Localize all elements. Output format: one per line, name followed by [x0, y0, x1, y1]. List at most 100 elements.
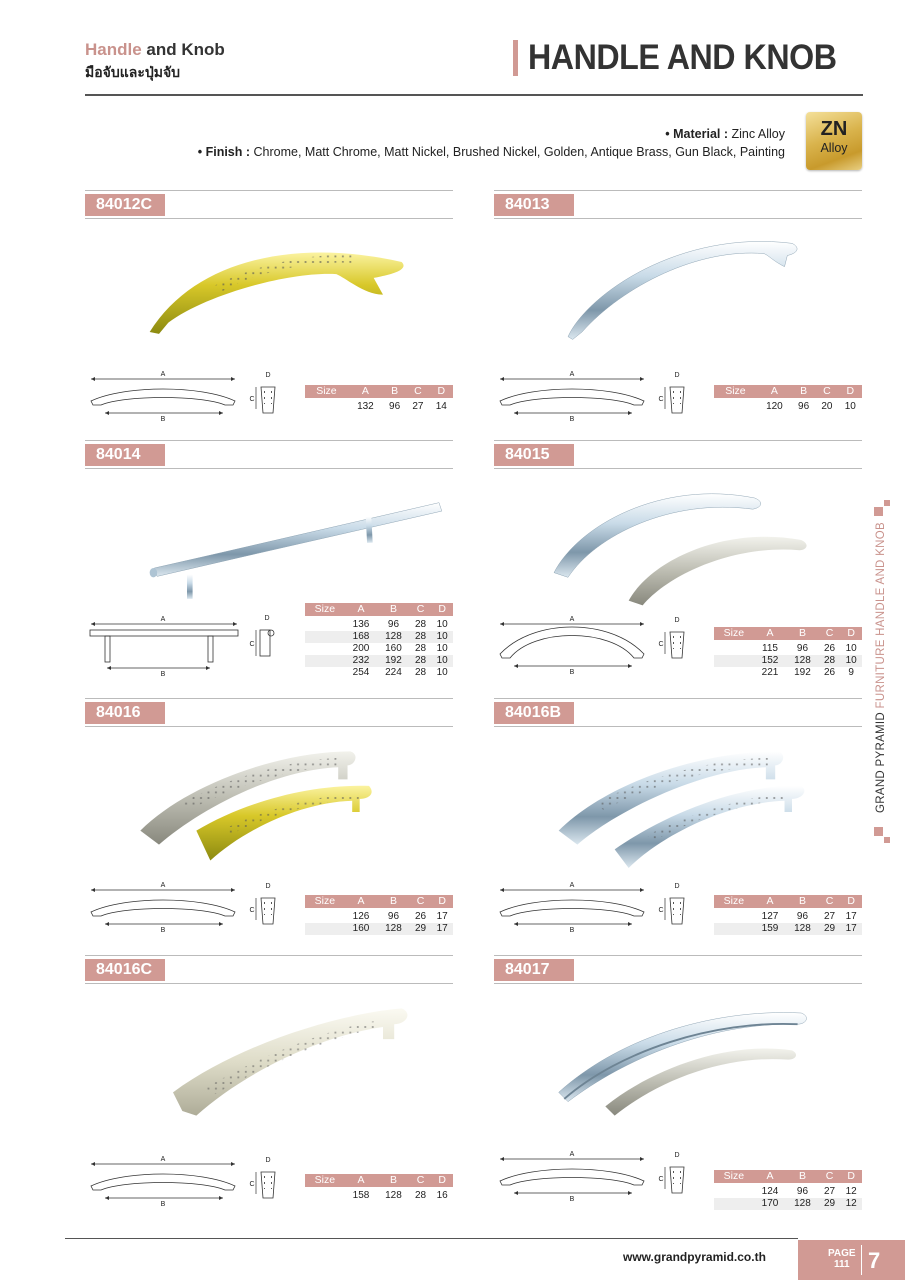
card-title-divider [494, 218, 862, 219]
product-code: 84015 [494, 444, 574, 466]
dim-label-d: D [265, 883, 270, 890]
dimension-diagram: A B C D [499, 371, 685, 423]
size-cell [305, 922, 345, 935]
size-header: Size [305, 603, 345, 619]
side-square [884, 837, 890, 843]
dim-label-d: D [674, 372, 679, 379]
product-code: 84012C [85, 194, 165, 216]
size-header: Size [305, 385, 348, 401]
material-value: Zinc Alloy [731, 127, 786, 141]
size-value: 96 [796, 910, 809, 922]
card-top-divider [85, 440, 453, 441]
website-url[interactable]: www.grandpyramid.co.th [623, 1250, 766, 1264]
size-value: 17 [845, 910, 857, 922]
size-value: 128 [786, 654, 819, 667]
size-header: C [818, 627, 841, 643]
dim-label-c: C [658, 641, 663, 648]
dim-label-c: C [658, 907, 663, 914]
size-value: 126 [352, 910, 370, 922]
card-title-divider [494, 468, 862, 469]
size-value: 10 [840, 654, 862, 667]
size-header: C [815, 385, 839, 401]
dim-label-c: C [249, 396, 254, 403]
size-value: 28 [414, 1189, 427, 1201]
dimension-diagram-wrap: A B C D [494, 365, 704, 435]
page-separator [861, 1245, 862, 1275]
size-value: 27 [823, 1185, 836, 1197]
finish-value: Chrome, Matt Chrome, Matt Nickel, Brushe… [253, 145, 785, 159]
page-title: HANDLE AND KNOB [527, 38, 837, 77]
page-number: 7 [868, 1248, 881, 1273]
dimension-diagram-wrap: A B C D [494, 610, 704, 680]
page-label-text: PAGE [828, 1248, 856, 1259]
size-header: C [818, 1170, 841, 1186]
dim-label-b: B [570, 416, 575, 423]
dim-label-c: C [249, 907, 254, 914]
size-value: 221 [761, 666, 779, 678]
dim-label-d: D [264, 615, 269, 622]
size-header: C [409, 603, 432, 619]
size-header: A [753, 1170, 787, 1186]
dimension-diagram: A B C D [499, 882, 685, 934]
size-value: 27 [412, 400, 424, 412]
size-value: 16 [436, 1189, 448, 1201]
dim-label-c: C [658, 1176, 663, 1183]
size-header: B [786, 627, 819, 643]
handle-photo [173, 1008, 408, 1116]
handle-photo [140, 751, 372, 861]
size-value: 128 [786, 922, 819, 935]
size-value: 132 [357, 400, 374, 412]
size-value: 28 [818, 654, 841, 667]
size-header: C [818, 895, 841, 911]
size-header: D [429, 385, 453, 401]
dim-label-b: B [161, 671, 166, 678]
size-header: Size [714, 385, 757, 401]
size-header: A [347, 385, 383, 401]
size-value: 29 [409, 922, 432, 935]
size-header: D [840, 895, 862, 911]
size-value: 12 [840, 1197, 862, 1210]
card-title-divider [85, 218, 453, 219]
footer-divider [65, 1238, 798, 1239]
dimension-diagram: A B C D [90, 371, 276, 423]
dimension-diagram-wrap: A B C D [494, 876, 704, 946]
card-title-divider [494, 726, 862, 727]
size-value: 192 [794, 666, 811, 678]
product-code: 84016 [85, 702, 165, 724]
size-value: 26 [414, 910, 427, 922]
dim-label-c: C [249, 641, 254, 648]
size-header: Size [305, 895, 345, 911]
size-value: 10 [436, 666, 448, 678]
dim-label-b: B [161, 416, 166, 423]
size-header: A [756, 385, 792, 401]
size-value: 200 [352, 642, 370, 654]
size-value: 96 [798, 400, 810, 412]
size-cell [714, 667, 754, 679]
handle-photo [558, 751, 805, 868]
size-value: 10 [845, 642, 857, 654]
size-value: 96 [796, 1185, 809, 1197]
finish-label: • Finish : [197, 145, 251, 159]
size-value: 224 [385, 666, 402, 678]
size-cell [714, 922, 754, 935]
handle-photo [149, 252, 404, 334]
size-header: D [431, 895, 453, 911]
handle-photo [558, 1012, 807, 1116]
finish-line: • Finish : Chrome, Matt Chrome, Matt Nic… [198, 145, 785, 159]
dimension-diagram-wrap: A B C D [494, 1145, 704, 1215]
size-header: D [840, 1170, 862, 1186]
